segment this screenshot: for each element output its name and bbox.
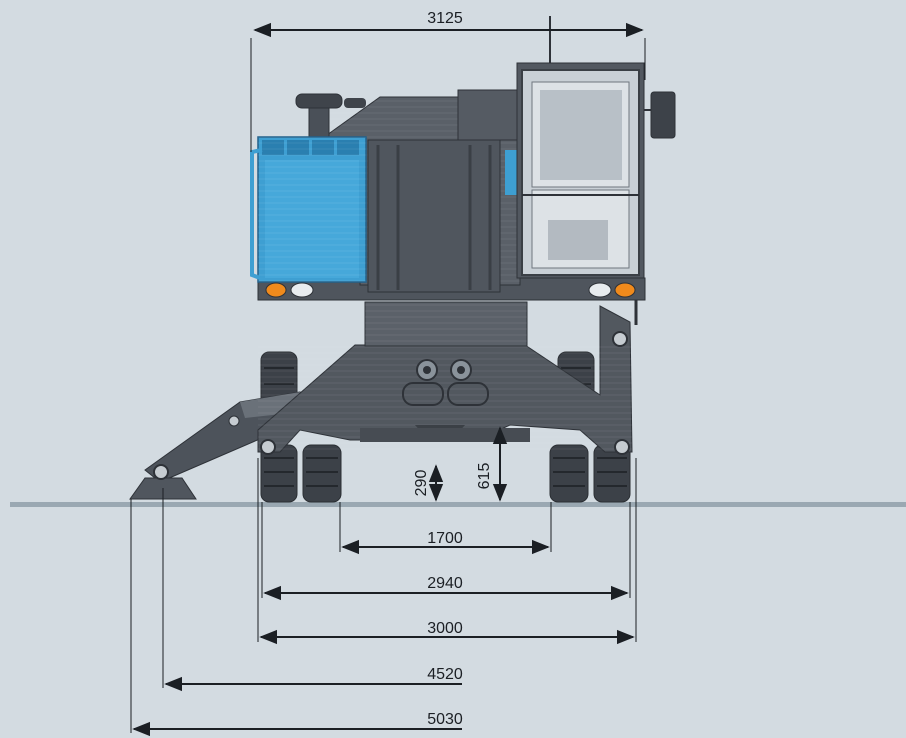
dimension-lines (130, 22, 646, 737)
undercarriage (257, 305, 633, 455)
side-mirror (650, 91, 676, 139)
dim-clearance-frame-label: 615 (476, 463, 493, 490)
material-handler-machine (129, 16, 676, 503)
dim-4520-label: 4520 (427, 666, 463, 683)
wheel-right-inner (549, 444, 589, 503)
operator-cab (516, 16, 676, 325)
dim-2940-label: 2940 (427, 575, 463, 592)
dim-top-width-label: 3125 (427, 10, 463, 27)
dim-clearance-axle-label: 290 (413, 470, 430, 497)
wheel-left-inner (302, 444, 342, 503)
dim-3000-label: 3000 (427, 620, 463, 637)
tail-lamps (265, 282, 636, 298)
dimension-labels: 3125 1700 2940 3000 4520 5030 290 615 (413, 10, 493, 728)
ground-line (10, 502, 906, 507)
engine-hood (250, 136, 520, 283)
upper-carriage (257, 89, 646, 301)
dim-1700-label: 1700 (427, 530, 463, 547)
dim-5030-label: 5030 (427, 711, 463, 728)
